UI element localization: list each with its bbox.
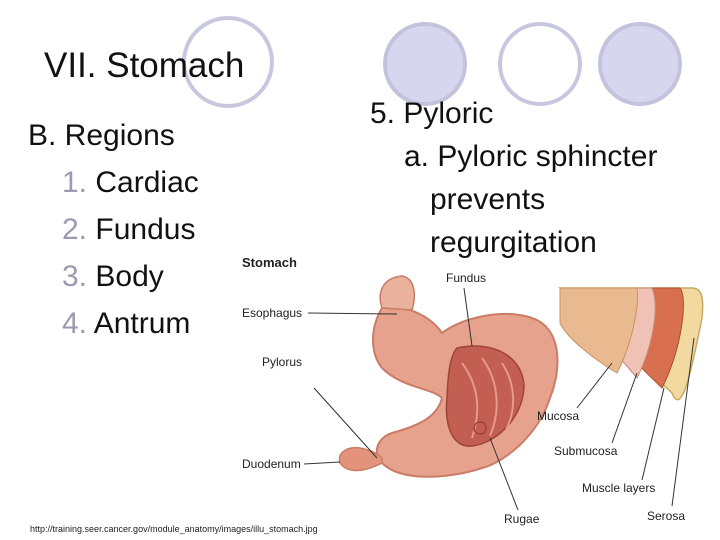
label-fundus: Fundus (446, 271, 486, 285)
pyloric-subpoint-cont: prevents (430, 183, 546, 216)
item-label: Antrum (93, 307, 191, 340)
decor-circle (182, 16, 274, 108)
label-mucosa: Mucosa (537, 409, 579, 423)
slide-title: VII. Stomach (44, 46, 245, 85)
pointer-pylorus (313, 387, 378, 459)
rugae-fold (481, 357, 498, 437)
item-number: 1. (62, 166, 88, 199)
decor-circle (498, 22, 582, 106)
label-esophagus: Esophagus (242, 306, 302, 320)
pyloric-subpoint-cont: regurgitation (430, 226, 597, 259)
stomach-illustration: Stomach Esophagus Pylorus Duodenum Fundu… (242, 255, 704, 526)
region-item: 4. Antrum (28, 300, 199, 347)
label-serosa: Serosa (647, 509, 685, 523)
figure-title: Stomach (242, 255, 297, 270)
pointer-esophagus (307, 312, 398, 315)
pyloric-subpoint: a. Pyloric sphincter (404, 140, 658, 173)
item-number: 4. (62, 307, 88, 340)
label-rugae: Rugae (504, 512, 540, 526)
item-label: Cardiac (95, 166, 199, 199)
item-label: Body (95, 260, 164, 293)
region-item: 2. Fundus (28, 206, 199, 253)
pointer-serosa (671, 337, 695, 507)
decor-circle (598, 22, 682, 106)
label-muscle-layers: Muscle layers (582, 481, 655, 495)
esophagus-shape (379, 275, 415, 311)
interior-shape (445, 345, 525, 447)
label-duodenum: Duodenum (242, 457, 301, 471)
pylorus-detail-circle (473, 421, 487, 435)
item-number: 2. (62, 213, 88, 246)
pointer-submucosa (611, 372, 638, 444)
pointer-rugae (489, 437, 519, 511)
pointer-fundus (463, 287, 473, 347)
label-submucosa: Submucosa (554, 444, 618, 458)
decor-circle (383, 22, 467, 106)
pointer-muscle-layers (641, 387, 665, 481)
mucosa-layer (559, 287, 639, 374)
region-item: 3. Body (28, 253, 199, 300)
regions-outline: B. Regions 1. Cardiac 2. Fundus 3. Body … (28, 112, 199, 347)
region-item: 1. Cardiac (28, 159, 199, 206)
regions-heading: B. Regions (28, 119, 175, 152)
image-credit-url: http://training.seer.cancer.gov/module_a… (30, 524, 318, 534)
pointer-mucosa (576, 362, 613, 409)
pyloric-heading: 5. Pyloric (370, 97, 494, 130)
duodenum-shape (338, 446, 383, 472)
rugae-fold (501, 362, 515, 431)
item-number: 3. (62, 260, 88, 293)
pointer-duodenum (303, 461, 341, 465)
pyloric-text: 5. Pyloric a. Pyloric sphincter prevents… (370, 92, 657, 264)
decorative-circles (182, 16, 682, 108)
label-pylorus: Pylorus (262, 355, 302, 369)
item-label: Fundus (95, 213, 196, 246)
